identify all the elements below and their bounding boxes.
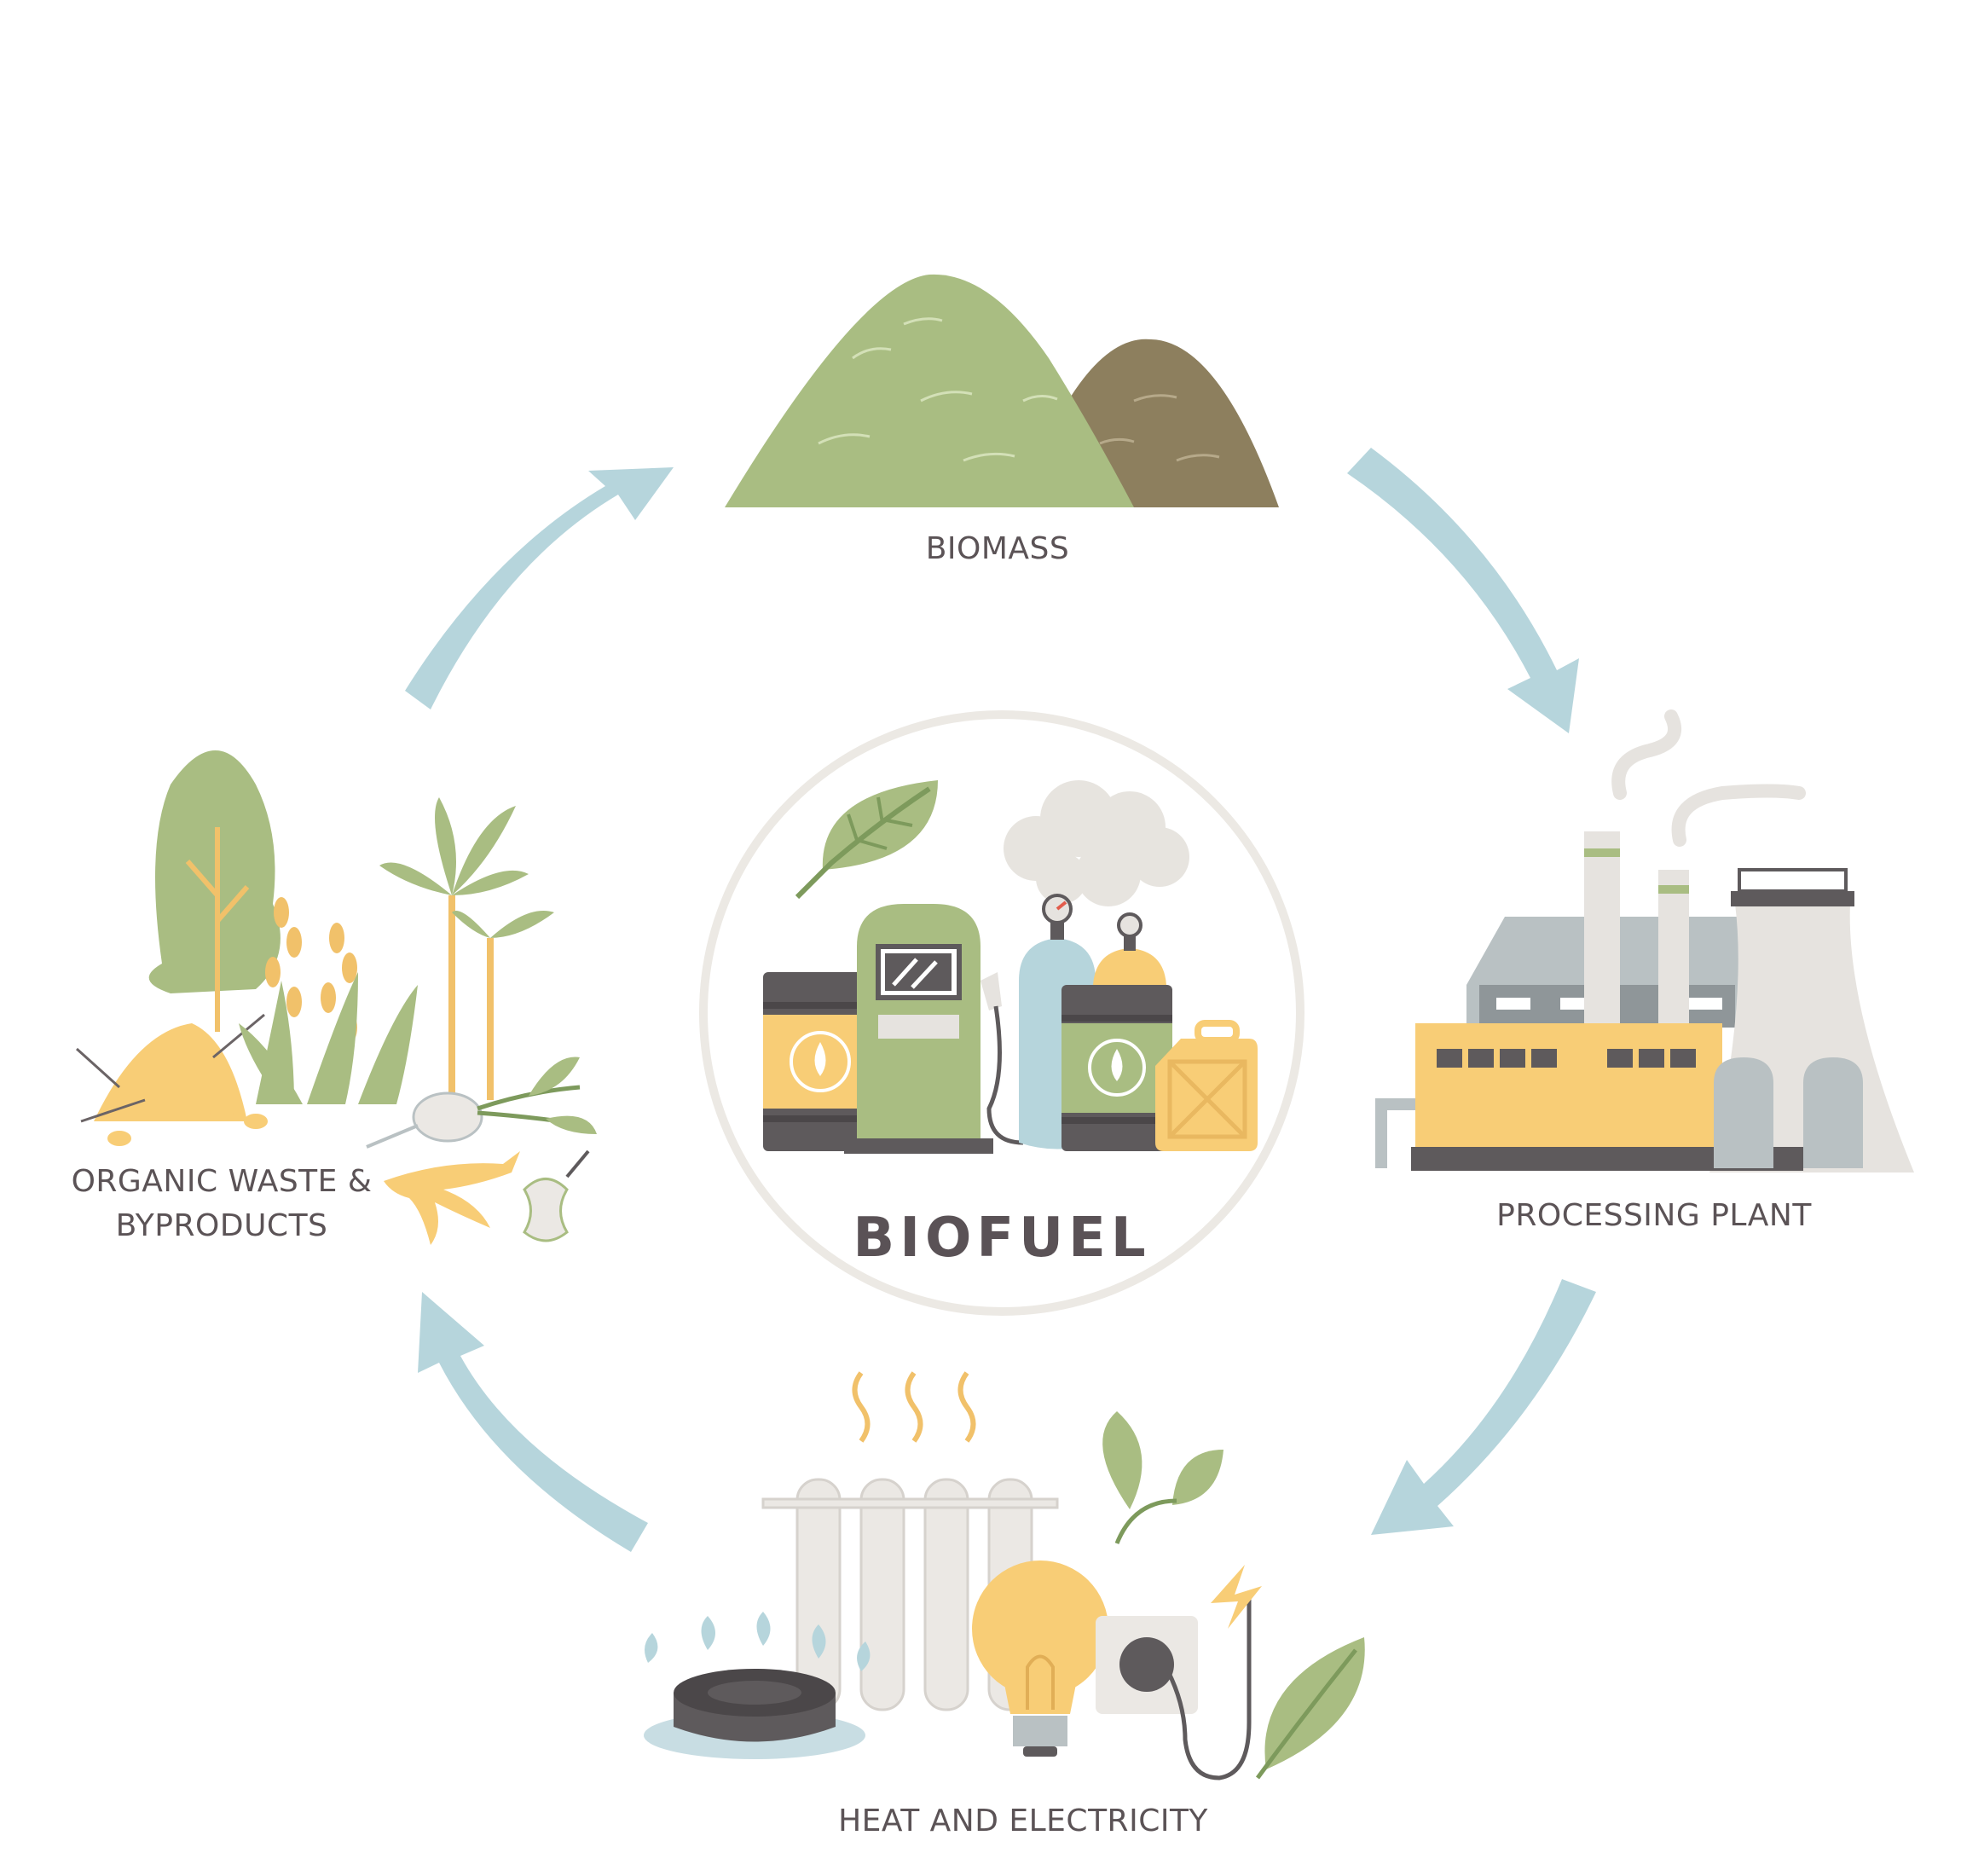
- leaf-icon: [795, 780, 938, 900]
- gas-tank-small-icon: [1093, 912, 1166, 985]
- arrow-heat-to-waste: [418, 1292, 648, 1552]
- processing-plant-illustration: [1375, 709, 1914, 1172]
- fuel-pump-icon: [844, 904, 1024, 1154]
- biomass-green-mound: [725, 274, 1134, 507]
- gas-burner-icon: [644, 1612, 871, 1759]
- factory-building-icon: [1415, 1023, 1722, 1151]
- arrow-processing-to-heat: [1371, 1279, 1596, 1535]
- oil-barrel-left-icon: [763, 972, 865, 1151]
- leaves-icon: [1102, 1411, 1365, 1780]
- smoke-cloud-icon: [1004, 780, 1189, 906]
- oil-barrel-right-icon: [1061, 985, 1172, 1151]
- sugarcane-icon: [379, 797, 554, 1100]
- label-heat-electricity: HEAT AND ELECTRICITY: [838, 1804, 1208, 1838]
- organic-waste-illustration: [75, 750, 597, 1245]
- jerry-can-icon: [1155, 1020, 1258, 1151]
- arrow-biomass-to-processing: [1347, 448, 1579, 733]
- power-socket-icon: [1096, 1565, 1262, 1780]
- label-organic-waste-line1: ORGANIC WASTE &: [71, 1164, 373, 1199]
- heat-electricity-illustration: [644, 1371, 1365, 1780]
- label-organic-waste-line2: BYPRODUCTS: [115, 1208, 328, 1243]
- light-bulb-icon: [972, 1560, 1108, 1757]
- arrow-waste-to-biomass: [405, 467, 674, 709]
- plant-smoke-icon: [1611, 709, 1806, 847]
- tree-icon: [148, 750, 281, 1032]
- cycle-arrows: [405, 448, 1596, 1552]
- center-biofuel-panel: [699, 710, 1304, 1316]
- apple-core-icon: [523, 1149, 590, 1242]
- straw-pile-icon: [94, 1023, 247, 1121]
- banana-peel-icon: [384, 1151, 520, 1245]
- heat-waves-icon: [852, 1371, 976, 1443]
- wood-chips-icon: [107, 1105, 268, 1146]
- label-biomass: BIOMASS: [925, 531, 1070, 566]
- grass-icon: [239, 972, 418, 1104]
- center-title: BIOFUEL: [853, 1207, 1151, 1270]
- label-processing-plant: PROCESSING PLANT: [1496, 1198, 1812, 1233]
- turnip-icon: [366, 1057, 597, 1149]
- biomass-texture: [818, 317, 1058, 462]
- biomass-illustration: [725, 274, 1279, 507]
- label-organic-waste: ORGANIC WASTE & BYPRODUCTS: [51, 1160, 392, 1248]
